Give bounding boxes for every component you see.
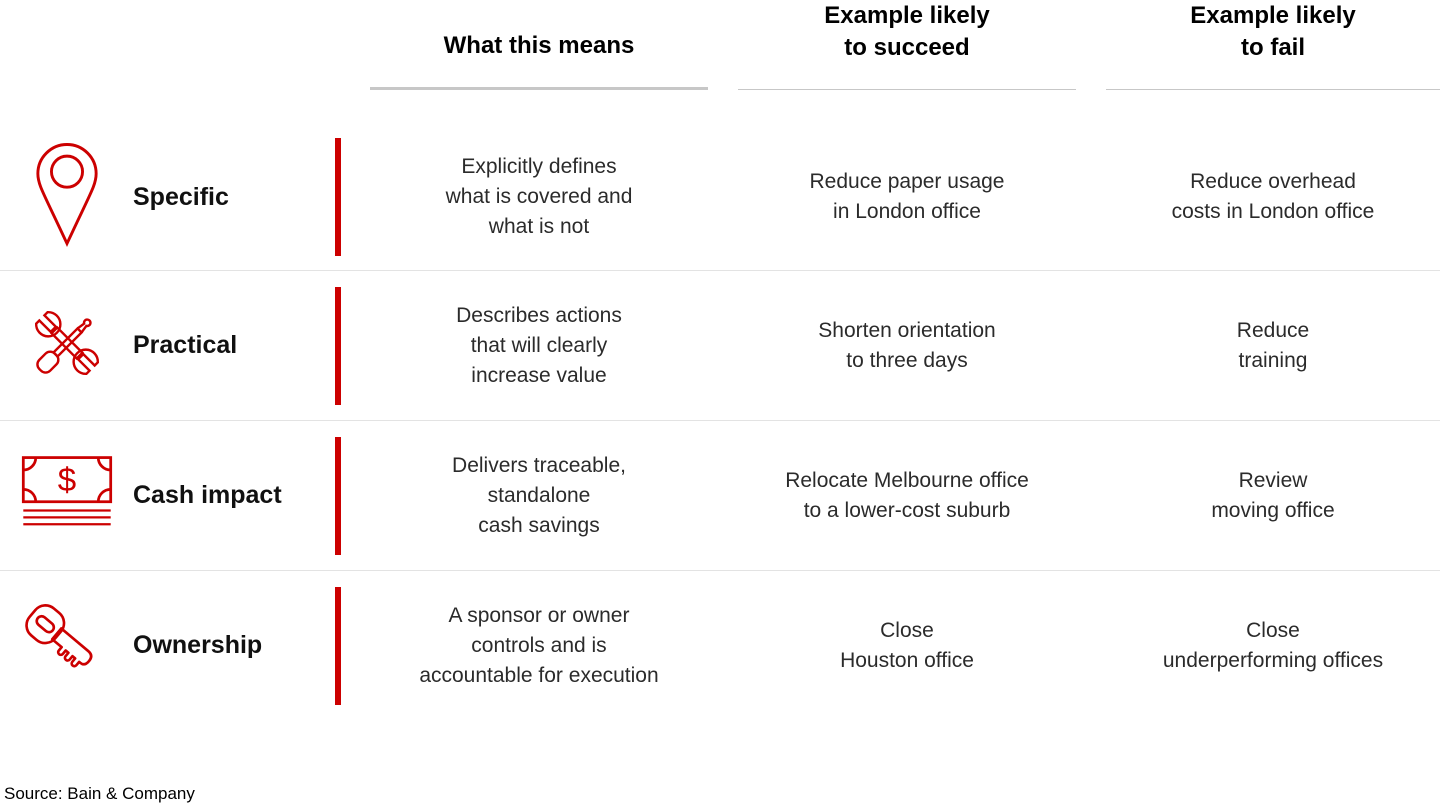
key-icon	[23, 597, 111, 694]
succeed-text: Close Houston office	[840, 618, 974, 672]
succeed-cell: Close Houston office	[708, 571, 1076, 720]
table-row-cash-impact: $ Cash impact Delivers traceable, standa…	[0, 420, 1440, 570]
accent-bar	[335, 586, 341, 705]
dollar-glyph: $	[57, 462, 75, 499]
header-spacer	[0, 0, 370, 124]
icon-cell: $	[0, 421, 133, 570]
table-row-practical: Practical Describes actions that will cl…	[0, 270, 1440, 420]
succeed-cell: Relocate Melbourne office to a lower-cos…	[708, 421, 1076, 570]
column-header-example-fail: Example likely to fail	[1076, 0, 1440, 124]
fail-cell: Review moving office	[1076, 421, 1440, 570]
succeed-cell: Reduce paper usage in London office	[708, 124, 1076, 270]
means-text: Explicitly defines what is covered and w…	[445, 155, 633, 238]
column-header-label: Example likely to fail	[1190, 2, 1356, 61]
row-label: Practical	[133, 331, 238, 359]
bar-cell	[335, 421, 370, 570]
label-cell: Specific	[133, 124, 335, 270]
column-header-label: What this means	[443, 32, 635, 59]
fail-cell: Reduce overhead costs in London office	[1076, 124, 1440, 270]
icon-cell	[0, 271, 133, 420]
header-underline	[370, 87, 708, 90]
location-pin-icon	[33, 141, 101, 254]
cash-stack-icon: $	[21, 455, 113, 536]
means-cell: Describes actions that will clearly incr…	[370, 271, 708, 420]
row-label: Specific	[133, 182, 229, 211]
means-cell: Explicitly defines what is covered and w…	[370, 124, 708, 270]
source-note: Source: Bain & Company	[4, 784, 195, 803]
accent-bar	[335, 286, 341, 405]
label-cell: Cash impact	[133, 421, 335, 570]
means-text: A sponsor or owner controls and is accou…	[419, 603, 659, 687]
crossed-tools-icon	[21, 287, 113, 404]
fail-text: Reduce overhead costs in London office	[1171, 170, 1375, 223]
label-cell: Practical	[133, 271, 335, 420]
fail-text: Close underperforming offices	[1162, 618, 1384, 672]
succeed-text: Shorten orientation to three days	[818, 318, 996, 372]
label-cell: Ownership	[133, 571, 335, 720]
column-header-what-this-means: What this means	[370, 0, 708, 124]
icon-cell	[0, 124, 133, 270]
row-label: Ownership	[133, 631, 263, 659]
succeed-text: Relocate Melbourne office to a lower-cos…	[785, 468, 1029, 522]
fail-text: Reduce training	[1236, 318, 1310, 372]
succeed-text: Reduce paper usage in London office	[809, 170, 1005, 223]
succeed-cell: Shorten orientation to three days	[708, 271, 1076, 420]
means-cell: A sponsor or owner controls and is accou…	[370, 571, 708, 720]
table-row-specific: Specific Explicitly defines what is cove…	[0, 124, 1440, 270]
bar-cell	[335, 271, 370, 420]
fail-text: Review moving office	[1211, 468, 1335, 522]
bar-cell	[335, 571, 370, 720]
row-label: Cash impact	[133, 481, 282, 509]
means-text: Delivers traceable, standalone cash savi…	[452, 453, 626, 537]
table-row-ownership: Ownership A sponsor or owner controls an…	[0, 570, 1440, 720]
header-underline	[1106, 89, 1440, 90]
accent-bar	[335, 138, 341, 256]
column-header-label: Example likely to succeed	[824, 2, 990, 61]
table-header-row: What this means Example likely to succee…	[0, 0, 1440, 124]
fail-cell: Close underperforming offices	[1076, 571, 1440, 720]
icon-cell	[0, 571, 133, 720]
accent-bar	[335, 436, 341, 555]
column-header-example-succeed: Example likely to succeed	[708, 0, 1076, 124]
header-underline	[738, 89, 1076, 90]
bar-cell	[335, 124, 370, 270]
fail-cell: Reduce training	[1076, 271, 1440, 420]
means-text: Describes actions that will clearly incr…	[456, 303, 622, 387]
means-cell: Delivers traceable, standalone cash savi…	[370, 421, 708, 570]
